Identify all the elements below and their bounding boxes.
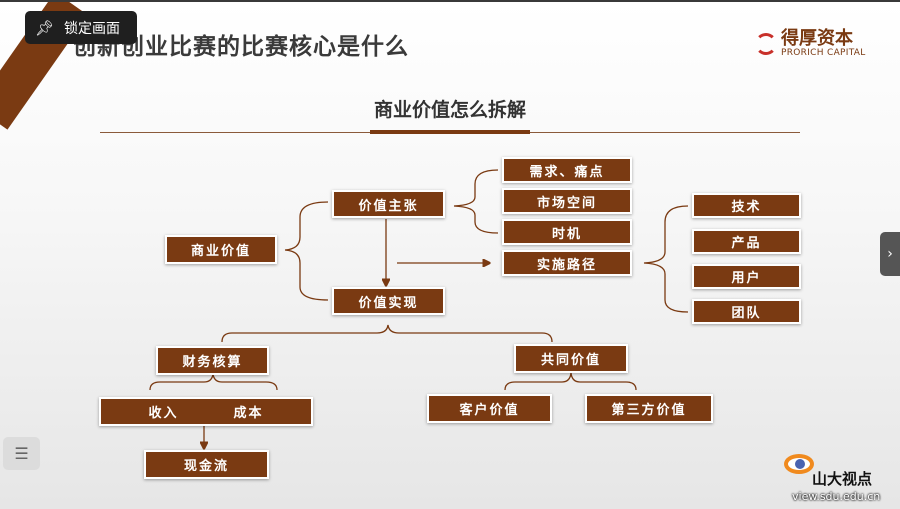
box-income-cost: 收入 成本 xyxy=(99,397,313,426)
box-third-party-value: 第三方价值 xyxy=(585,394,713,423)
brace-path xyxy=(643,205,689,313)
slide-subtitle: 商业价值怎么拆解 xyxy=(373,99,526,121)
watermark-cn: 山大视点 xyxy=(812,470,873,488)
eye-logo-icon xyxy=(784,454,814,474)
brace-realization xyxy=(221,324,553,343)
logo-cn: 得厚资本 xyxy=(781,28,853,49)
box-value-realization: 价值实现 xyxy=(332,287,445,315)
box-shared-value: 共同价值 xyxy=(514,344,628,373)
logo-en: PRORICH CAPITAL xyxy=(781,48,866,58)
box-timing: 时机 xyxy=(502,219,632,245)
box-business-value: 商业价值 xyxy=(165,235,277,264)
box-finance: 财务核算 xyxy=(156,346,269,375)
pushpin-icon: 📌︎ xyxy=(35,18,55,37)
brace-shared xyxy=(504,372,637,391)
income-label: 收入 xyxy=(148,406,179,421)
menu-button[interactable]: ☰ xyxy=(3,437,40,470)
brace-finance xyxy=(149,373,278,391)
chevron-right-icon: › xyxy=(887,246,893,262)
lock-screen-label: 锁定画面 xyxy=(64,20,121,37)
box-user: 用户 xyxy=(692,264,801,289)
lock-screen-button[interactable]: 📌︎ 锁定画面 xyxy=(25,11,137,44)
box-customer-value: 客户价值 xyxy=(427,394,552,423)
box-product: 产品 xyxy=(692,229,801,254)
box-cashflow: 现金流 xyxy=(144,450,269,479)
list-icon: ☰ xyxy=(14,444,29,463)
cost-label: 成本 xyxy=(233,406,264,421)
brace-proposition xyxy=(453,169,499,234)
next-slide-button[interactable]: › xyxy=(880,232,900,276)
brace-root xyxy=(284,201,329,301)
watermark-url: view.sdu.edu.cn xyxy=(792,490,881,503)
box-market: 市场空间 xyxy=(502,188,632,214)
box-need: 需求、痛点 xyxy=(502,157,632,183)
prorich-logo: 得厚资本 PRORICH CAPITAL xyxy=(755,30,866,58)
box-path: 实施路径 xyxy=(502,250,632,276)
box-value-proposition: 价值主张 xyxy=(332,190,445,218)
logo-mark-icon xyxy=(755,33,777,55)
divider-accent xyxy=(370,130,530,134)
box-tech: 技术 xyxy=(692,193,801,218)
box-team: 团队 xyxy=(692,299,801,324)
